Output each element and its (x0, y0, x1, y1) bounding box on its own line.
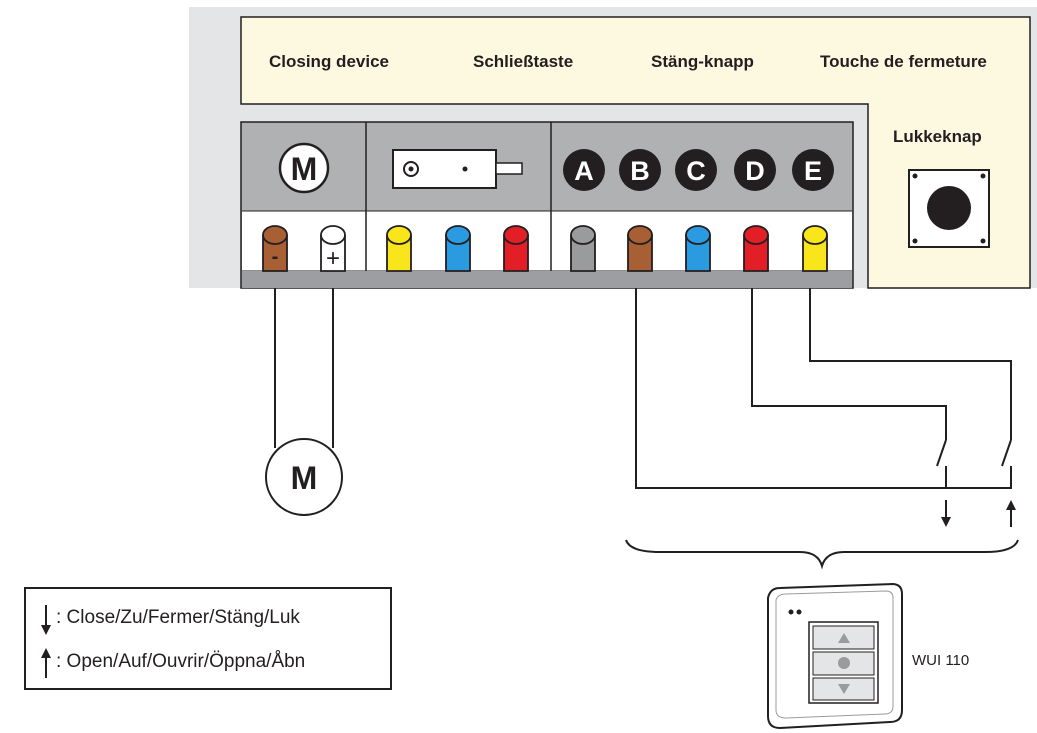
plug-yellow-1 (386, 225, 412, 272)
lukkeknap-button-icon (908, 169, 990, 248)
label-area (240, 16, 1031, 289)
plug-red-d (743, 225, 769, 272)
motor-wires (274, 288, 334, 448)
motor-terminal-letter: M (291, 151, 318, 187)
svg-text:B: B (630, 156, 650, 186)
wui-device-icon (767, 582, 903, 730)
key-switch-icon (392, 149, 523, 189)
motor-terminal-symbol (278, 142, 330, 194)
open-arrow-icon (1006, 500, 1016, 510)
plug-brown-b (627, 225, 653, 272)
motor-label: M (291, 460, 318, 496)
plug-brown-minus: - (262, 225, 288, 272)
terminal-letter-d: D (734, 149, 776, 191)
terminal-letter-b: B (619, 149, 661, 191)
label-closing-device: Closing device (269, 52, 389, 71)
plug-white-plus: + (320, 225, 346, 272)
motor-symbol (265, 438, 343, 516)
legend-box: : Close/Zu/Fermer/Stäng/Luk : Open/Auf/O… (24, 587, 392, 690)
label-schliesstaste: Schließtaste (473, 52, 574, 71)
plug-blue-c (685, 225, 711, 272)
label-touche-de-fermeture: Touche de fermeture (820, 52, 987, 71)
svg-text:C: C (686, 156, 706, 186)
terminal-letter-e: E (792, 149, 834, 191)
close-arrow-icon (941, 517, 951, 527)
terminal-letter-c: C (675, 149, 717, 191)
plug-grey-a (570, 225, 596, 272)
legend-close-arrow-icon (41, 605, 51, 635)
label-lukkeknap: Lukkeknap (893, 127, 982, 146)
device-name: WUI 110 (912, 652, 970, 669)
plug-red-1 (503, 225, 529, 272)
plug-yellow-e (802, 225, 828, 272)
svg-text:-: - (272, 246, 279, 268)
legend-open-arrow-icon (41, 648, 51, 678)
curly-brace (625, 539, 1019, 570)
svg-text:A: A (574, 156, 594, 186)
switch-wires (635, 288, 1012, 527)
terminal-plugs: - + (262, 225, 828, 272)
legend-open-text: : Open/Auf/Ouvrir/Öppna/Åbn (56, 651, 306, 672)
terminal-letter-a: A (563, 149, 605, 191)
svg-text:E: E (804, 156, 822, 186)
svg-text:D: D (745, 156, 765, 186)
plug-blue-1 (445, 225, 471, 272)
label-staeng-knapp: Stäng-knapp (651, 52, 754, 71)
svg-text:+: + (326, 245, 340, 272)
legend-close-text: : Close/Zu/Fermer/Stäng/Luk (56, 607, 300, 628)
